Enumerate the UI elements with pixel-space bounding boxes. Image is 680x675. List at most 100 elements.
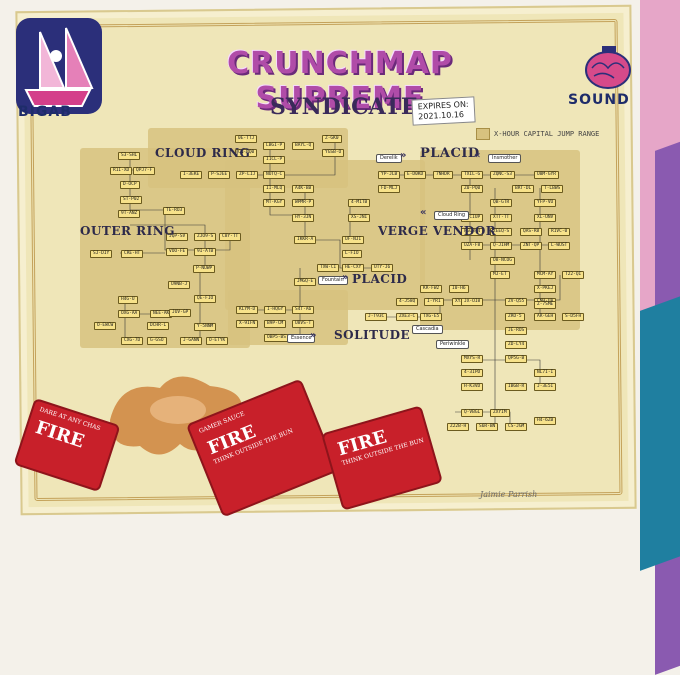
expires-date: 2021.10.16 xyxy=(418,109,465,122)
system-node: CN-BQ0 xyxy=(235,149,258,157)
tag-periwinkle: Periwinkle xyxy=(436,340,470,349)
system-node: Z22B-H xyxy=(447,423,470,431)
legend-swatch xyxy=(476,128,490,140)
tag-cascadia: Cascadia xyxy=(412,325,443,334)
bg-stripe-teal xyxy=(640,289,680,571)
system-node: IKKR-A xyxy=(294,236,317,244)
system-node: O-ETYK xyxy=(206,337,229,345)
system-node: I1CL-P xyxy=(263,156,286,164)
system-node: NL7I-I xyxy=(534,369,557,377)
system-node: C8Y-TT xyxy=(219,233,242,241)
artist-signature: Jaimie Parrish xyxy=(480,490,538,499)
system-node: T22-QI xyxy=(562,271,585,279)
system-node: P-SJEE xyxy=(208,171,231,179)
system-node: YP-JLB xyxy=(378,171,401,179)
system-node: A4K-BB xyxy=(292,185,315,193)
system-node: H4G-U xyxy=(118,296,138,304)
system-node: CS-JGM xyxy=(505,423,528,431)
sound-brain-logo-icon xyxy=(585,46,631,89)
system-node: YGSB-O xyxy=(322,149,345,157)
system-node: Z-GK0 xyxy=(322,135,342,143)
region-cloud-ring: CLOUD RING xyxy=(155,146,251,160)
system-node: MCM-AY xyxy=(534,271,557,279)
system-node: JMGQ-E xyxy=(294,278,317,286)
system-node: TE-RO3 xyxy=(163,207,186,215)
system-node: S4T-A6 xyxy=(292,306,315,314)
arrow-right-icon: « xyxy=(474,150,481,161)
system-node: ZXYIM xyxy=(490,409,510,417)
system-node: S6R-BN xyxy=(476,423,499,431)
system-node: 4-J58Q xyxy=(396,298,419,306)
system-node: QE-FIO xyxy=(194,295,217,303)
system-node: I0-H6 xyxy=(449,285,469,293)
system-node: ZV-Q55 xyxy=(505,298,528,306)
system-node: UTY-J6 xyxy=(371,264,394,272)
system-node: P-NUWP xyxy=(193,265,216,273)
system-node: S-D5FH xyxy=(562,313,585,321)
system-node: IBGB-R xyxy=(505,383,528,391)
system-node: NUTQ-C xyxy=(263,171,286,179)
bigab-ship-logo-icon xyxy=(16,18,102,114)
region-placid-mid: PLACID xyxy=(352,272,408,286)
system-node: AR-GEH xyxy=(534,313,557,321)
tag-insmother: Insmother xyxy=(488,154,522,163)
system-node: J-3E5I xyxy=(534,383,557,391)
system-node: O8-NCOG xyxy=(490,257,515,265)
system-node: XL-UNV xyxy=(534,214,557,222)
system-node: R1VC-0 xyxy=(548,228,571,236)
system-node: II-MLQ xyxy=(263,185,286,193)
system-node: ZD-LY4 xyxy=(505,341,528,349)
system-node: 0E-TTJ xyxy=(235,135,258,143)
region-solitude: SOLITUDE xyxy=(334,328,411,342)
page-title: CRUNCHMAP SUPREME xyxy=(227,46,453,116)
sound-label: SOUND xyxy=(568,92,630,108)
system-node: S3-SHL xyxy=(118,152,141,160)
system-node: Y-5NNM xyxy=(194,323,217,331)
page-subtitle: SYNDICATE xyxy=(270,94,418,120)
system-node: MJ-ET xyxy=(490,271,510,279)
arrow-right-icon: » xyxy=(400,150,407,161)
arrow-left-icon: « xyxy=(420,207,427,218)
system-node: I-HQGY xyxy=(264,306,287,314)
system-node: Z0-PQ0 xyxy=(461,185,484,193)
system-node: UF-NJI xyxy=(342,236,365,244)
system-node: OXG-AA xyxy=(118,310,141,318)
tag-cloud-ring: Cloud Ring xyxy=(434,211,470,220)
tag-derelik: Derelik xyxy=(376,154,402,163)
system-node: OBP5-BS xyxy=(264,334,289,342)
region-placid-top: PLACID xyxy=(420,146,480,161)
system-node: QB-GTR xyxy=(490,199,513,207)
system-node: QAS-R8 xyxy=(520,228,543,236)
system-node: ZQNC-S3 xyxy=(490,171,515,179)
system-node: XTT-TT xyxy=(490,214,513,222)
expires-badge: EXPIRES ON: 2021.10.16 xyxy=(411,96,476,126)
tag-fountain: Fountain xyxy=(318,276,348,285)
system-node: BAYL-Q xyxy=(292,142,315,150)
system-node: 9I-ATB xyxy=(194,248,217,256)
system-node: JUV-GP xyxy=(169,309,192,317)
system-node: JQP-SV xyxy=(166,233,189,241)
legend-text: X-HOUR CAPITAL JUMP RANGE xyxy=(494,130,600,138)
system-node: 4-3IPD xyxy=(461,369,484,377)
tag-essence: Essence xyxy=(287,334,316,343)
system-node: YFP-VU xyxy=(534,199,557,207)
system-node: O-EWCW xyxy=(94,322,117,330)
system-node: TXIL-G xyxy=(461,171,484,179)
system-node: DCHR-L xyxy=(147,322,170,330)
system-node: U8M-GYR xyxy=(534,171,559,179)
system-node: 9T-ANZ xyxy=(118,210,141,218)
system-node: D-OCP xyxy=(120,181,140,189)
region-verge-vendor: VERGE VENDOR xyxy=(378,224,497,238)
system-node: MXYS-R xyxy=(461,355,484,363)
system-node: L-FIO xyxy=(342,250,362,258)
system-node: ZRO-5 xyxy=(505,313,525,321)
region-outer-ring: OUTER RING xyxy=(80,224,175,238)
legend: X-HOUR CAPITAL JUMP RANGE xyxy=(476,128,599,140)
system-node: U8VS-T xyxy=(292,320,315,328)
system-node: FD-MLJ xyxy=(378,185,401,193)
system-node: CRE-HT xyxy=(121,250,144,258)
system-node: X-PKEJ xyxy=(534,285,557,293)
system-node: PGUB-4 xyxy=(461,228,484,236)
system-node: Z-7SME xyxy=(534,301,557,309)
system-node: KLYM-D xyxy=(236,306,259,314)
